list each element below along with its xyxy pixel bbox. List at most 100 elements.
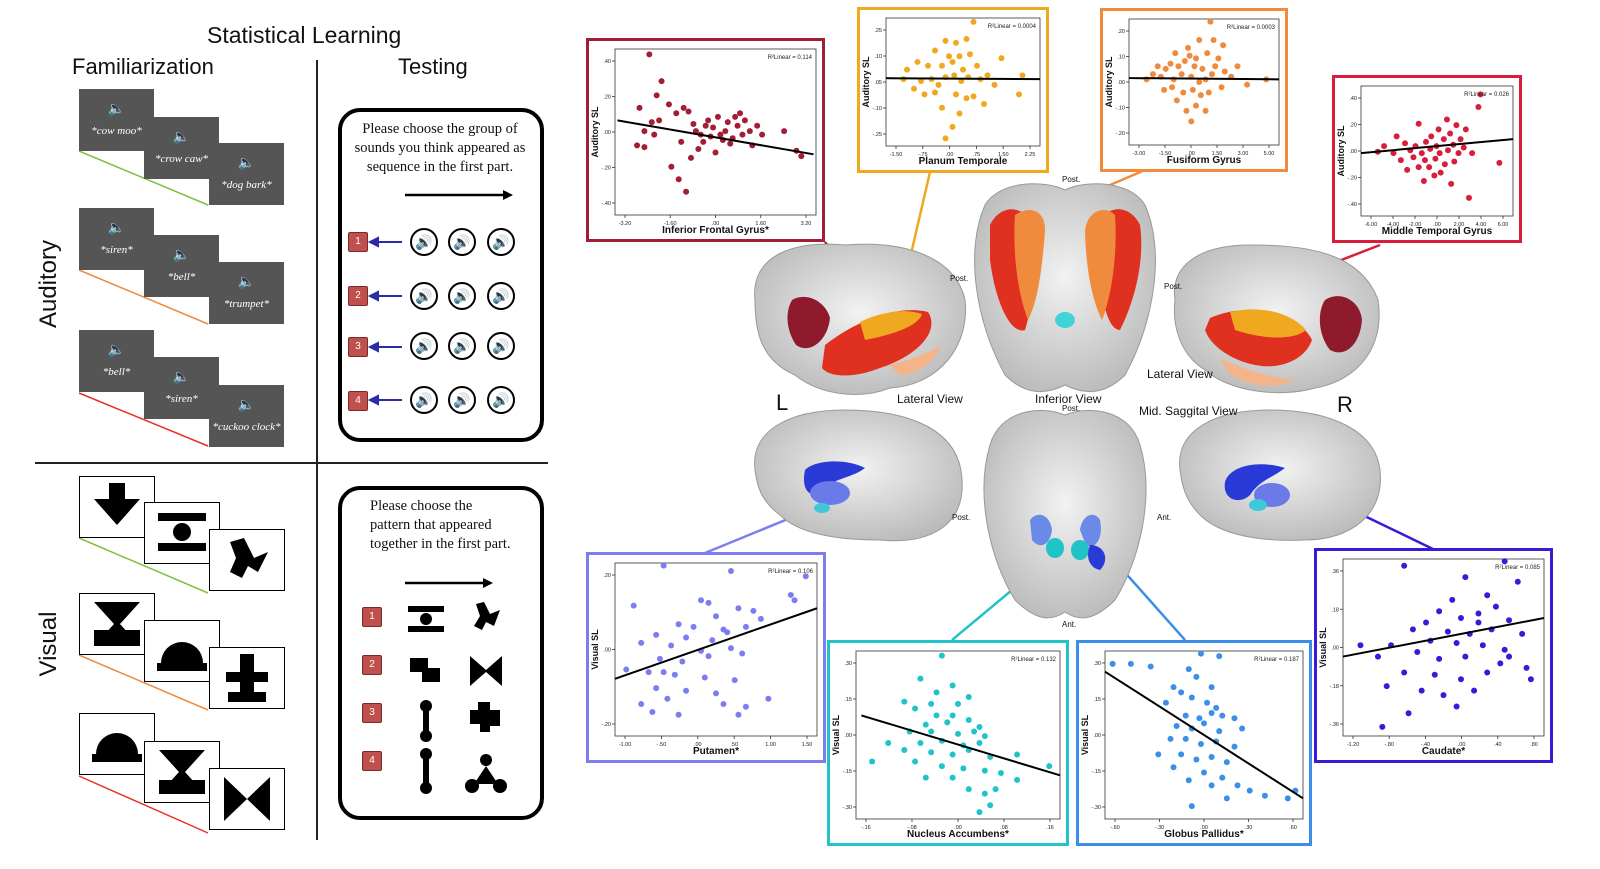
x-tick-label: 6.00 [1498,222,1509,228]
sound-label: *crow caw* [154,153,209,165]
data-point [928,749,935,756]
scatter-svg: -1.20-.80-.40.00.40.80.36.18.00-.18-.36R… [1318,558,1545,757]
data-point [720,701,727,708]
right-lateral-brain [1173,244,1380,394]
y-tick-label: .00 [603,130,611,136]
x-tick-label: 3.20 [801,221,812,227]
data-point [1201,769,1207,776]
right-lateral-view-label: Lateral View [1147,367,1213,381]
data-point [668,163,675,170]
x-tick-label: -4.00 [1387,222,1400,228]
data-point [695,145,702,152]
data-point [687,154,694,161]
data-point [664,695,671,702]
data-point [1216,653,1223,660]
x-tick-label: -1.50 [1159,151,1172,157]
x-tick-label: .00 [954,825,962,831]
data-point [1208,782,1215,789]
data-point [1409,626,1416,633]
data-point [798,153,805,160]
data-point [1462,653,1469,660]
y-tick-label: .20 [603,573,611,579]
data-point [965,694,972,701]
x-axis-label: Caudate* [1422,746,1465,757]
sequence-arrow-icon [405,190,513,200]
data-point [1223,759,1230,766]
data-point [1410,154,1417,161]
data-point [949,682,956,689]
x-tick-label: 1.50 [802,742,813,748]
option-number-badge: 4 [362,751,382,771]
data-point [1199,65,1206,72]
data-point [901,746,908,753]
data-point [1440,692,1447,699]
down-arrow-shape [94,483,140,525]
left-medial-brain [754,409,963,542]
bowtie-shape [224,777,270,821]
x-tick-label: -.50 [657,742,666,748]
x-tick-label: -1.00 [619,742,632,748]
sound-label: *siren* [100,244,133,256]
data-point [1479,642,1486,649]
data-point [949,751,956,758]
data-point [1451,158,1458,165]
y-tick-label: .18 [1331,607,1339,613]
data-point [1436,150,1443,157]
data-point [717,131,724,138]
hourglass-x-shape [159,750,205,794]
data-point [1175,63,1182,70]
data-point [1193,102,1200,109]
inferior-brain-lower [983,409,1147,619]
data-point [754,122,761,129]
y-tick-label: -.40 [602,201,611,207]
data-point [634,142,641,149]
data-point [1189,86,1196,93]
post-label: Post. [952,513,971,522]
post-label: Post. [1062,404,1081,413]
data-point [1231,743,1238,750]
data-point [1423,619,1430,626]
data-point [727,140,734,147]
data-point [649,709,656,716]
shape-card [209,647,285,709]
data-point [1431,172,1438,179]
data-point [1215,55,1222,62]
sound-card: 🔈*crow caw* [144,117,219,179]
sound-label: *siren* [165,393,198,405]
data-point [1453,122,1460,129]
data-point [1197,92,1204,99]
dome-shape [92,733,142,762]
data-point [1182,735,1189,742]
mid-sagittal-view-label: Mid. Saggital View [1139,404,1238,418]
data-point [963,95,970,102]
data-point [701,674,708,681]
testing-heading: Testing [398,54,468,79]
y-tick-label: .25 [874,28,882,34]
left-lateral-brain [754,243,967,395]
y-tick-label: .15 [844,697,852,703]
data-point [1440,136,1447,143]
option-number-badge: 3 [348,337,368,357]
data-point [1475,619,1482,626]
data-point [1219,774,1226,781]
data-point [917,675,924,682]
data-point [668,642,675,649]
x-tick-label: .50 [730,742,738,748]
data-point [1397,157,1404,164]
data-point [737,110,744,117]
dome-shape [157,642,207,671]
cross-shape [226,654,268,702]
y-tick-label: -.15 [843,769,852,775]
data-point [1170,684,1177,691]
data-point [1418,687,1425,694]
data-point [1127,660,1134,667]
data-point [1014,751,1021,758]
x-tick-label: 5.00 [1264,151,1275,157]
speaker-icon: 🔊 [487,386,515,414]
